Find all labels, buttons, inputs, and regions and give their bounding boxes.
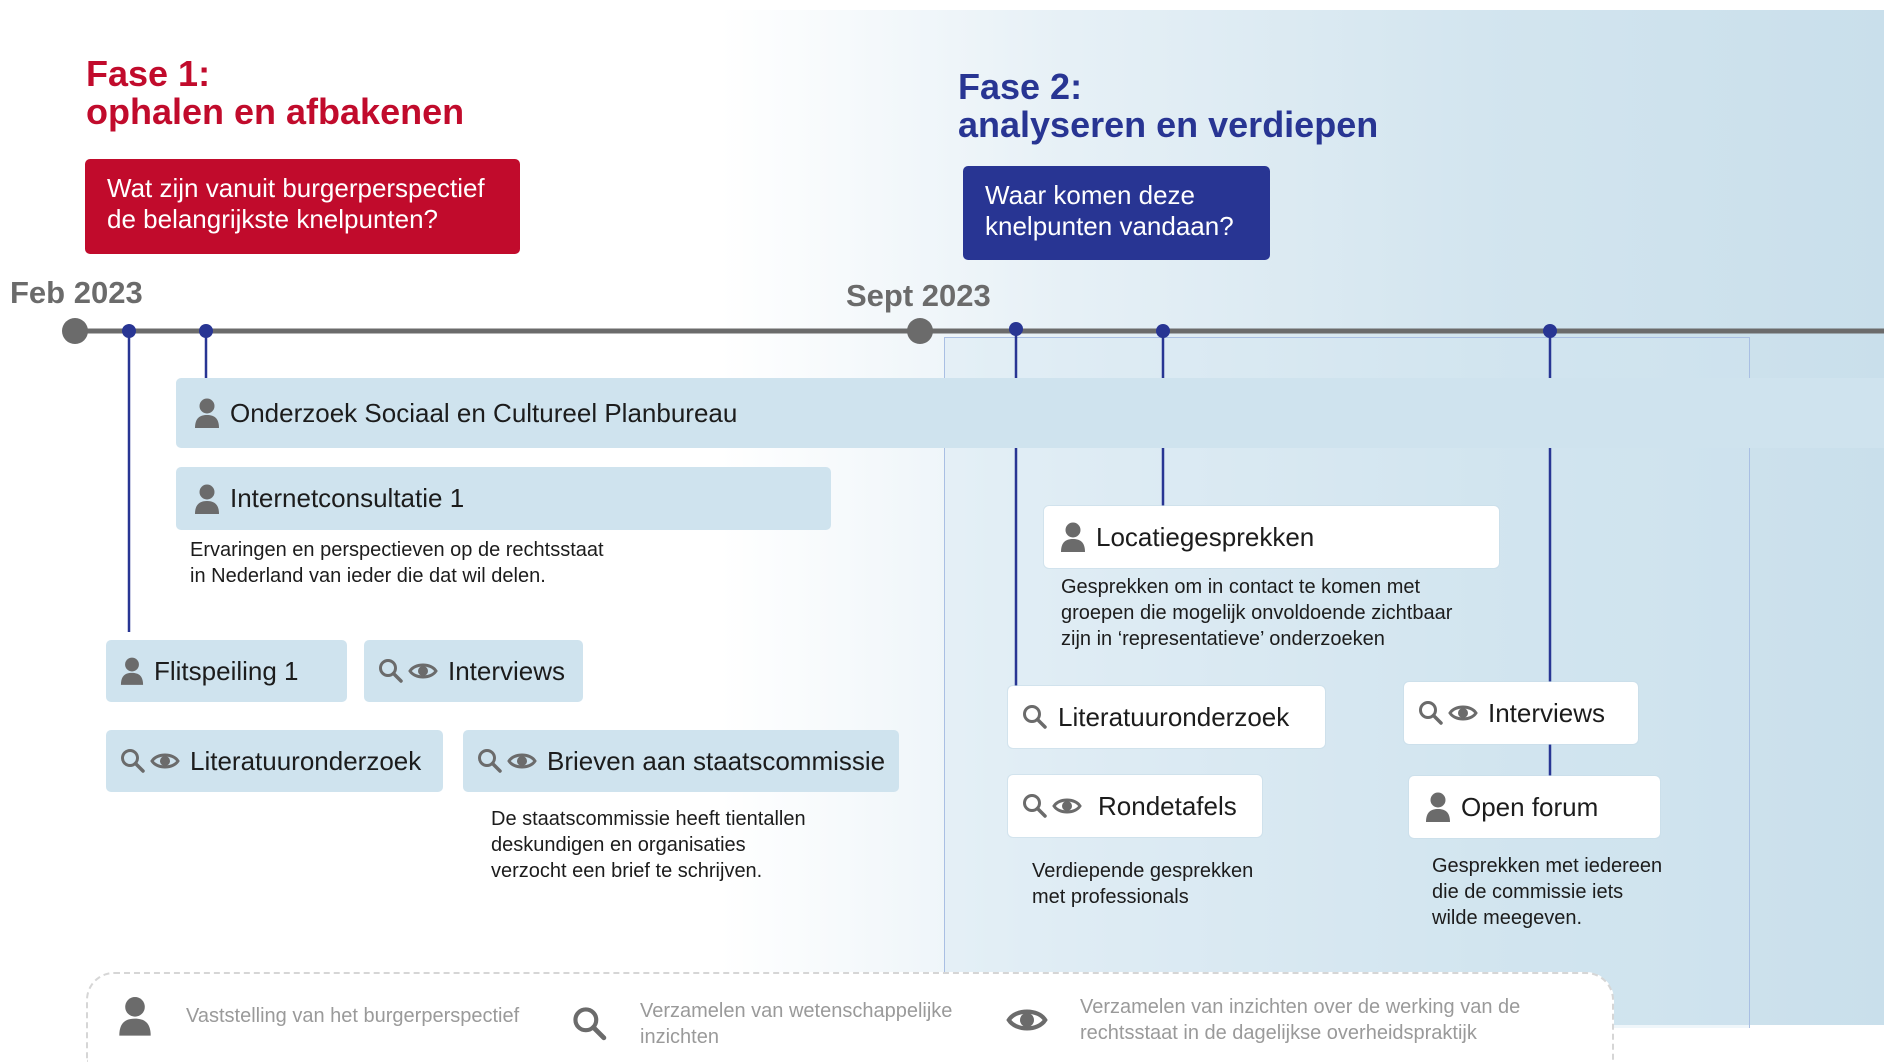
desc-line: in Nederland van ieder die dat wil delen… [190, 565, 546, 587]
search-icon [477, 748, 503, 774]
phase2-title-line2: analyseren en verdiepen [958, 104, 1379, 145]
phase2-title-line1: Fase 2: [958, 66, 1083, 107]
card-locatie-label: Locatiegesprekken [1096, 521, 1315, 552]
rondetafels-description: Verdiepende gesprekken met professionals [1032, 858, 1253, 910]
event-dot-locatie [1156, 324, 1170, 338]
phase2-title: Fase 2: analyseren en verdiepen [958, 68, 1378, 144]
event-dot-flitspeiling [122, 324, 136, 338]
desc-line: wilde meegeven. [1432, 907, 1583, 929]
search-icon [572, 1006, 608, 1042]
legend-search-line2: inzichten [640, 1026, 719, 1048]
desc-line: De staatscommissie heeft tientallen [491, 808, 806, 830]
brieven-description: De staatscommissie heeft tientallen desk… [491, 806, 806, 884]
card-literatuur-1-label: Literatuuronderzoek [190, 745, 422, 776]
desc-line: Verdiepende gesprekken [1032, 860, 1254, 882]
person-icon [194, 484, 220, 514]
card-interviews-2-label: Interviews [1488, 697, 1606, 728]
eye-icon [1448, 701, 1478, 725]
search-icon [120, 748, 146, 774]
timeline-start-label: Feb 2023 [10, 275, 143, 310]
legend-eye-line2: rechtsstaat in de dagelijkse overheidspr… [1080, 1022, 1477, 1044]
eye-icon [1052, 794, 1082, 818]
search-icon [1022, 793, 1048, 819]
internetconsultatie-description: Ervaringen en perspectieven op de rechts… [190, 537, 604, 589]
event-dot-literatuur-2 [1009, 322, 1023, 336]
card-literatuur-2: Literatuuronderzoek [1008, 686, 1325, 748]
desc-line: zijn in ‘representatieve’ onderzoeken [1061, 628, 1385, 650]
timeline-mid-dot [907, 318, 933, 344]
card-internetconsultatie: Internetconsultatie 1 [176, 467, 831, 530]
phase1-question-line2: de belangrijkste knelpunten? [107, 204, 439, 234]
phase1-question: Wat zijn vanuit burgerperspectief de bel… [85, 159, 520, 254]
legend-item-eye: Verzamelen van inzichten over de werking… [1006, 994, 1520, 1046]
card-interviews-1-label: Interviews [448, 655, 566, 686]
person-icon [118, 996, 152, 1036]
legend-item-search: Verzamelen van wetenschappelijke inzicht… [572, 998, 952, 1050]
card-rondetafels: Rondetafels [1008, 775, 1262, 837]
phase2-question: Waar komen deze knelpunten vandaan? [963, 166, 1270, 260]
legend-item-person: Vaststelling van het burgerperspectief [118, 996, 519, 1036]
card-scp-label: Onderzoek Sociaal en Cultureel Planburea… [230, 397, 738, 428]
locatie-description: Gesprekken om in contact te komen met gr… [1061, 574, 1452, 652]
legend: Vaststelling van het burgerperspectief V… [86, 972, 1614, 1062]
legend-eye-line1: Verzamelen van inzichten over de werking… [1080, 996, 1521, 1018]
phase2-question-line2: knelpunten vandaan? [985, 211, 1234, 241]
phase1-question-line1: Wat zijn vanuit burgerperspectief [107, 173, 485, 203]
eye-icon [507, 749, 537, 773]
eye-icon [1006, 1003, 1048, 1037]
eye-icon [408, 659, 438, 683]
search-icon [1022, 704, 1048, 730]
card-open-forum: Open forum [1409, 776, 1660, 838]
phase1-title: Fase 1: ophalen en afbakenen [86, 55, 464, 131]
search-icon [378, 658, 404, 684]
open-forum-description: Gesprekken met iedereen die de commissie… [1432, 853, 1662, 931]
card-open-forum-label: Open forum [1461, 791, 1599, 822]
desc-line: Ervaringen en perspectieven op de rechts… [190, 539, 604, 561]
card-brieven-label: Brieven aan staatscommissie [547, 745, 886, 776]
legend-search-text: Verzamelen van wetenschappelijke inzicht… [640, 998, 952, 1050]
legend-search-line1: Verzamelen van wetenschappelijke [640, 1000, 953, 1022]
card-internetconsultatie-label: Internetconsultatie 1 [230, 483, 465, 513]
event-dot-interviews-2 [1543, 324, 1557, 338]
person-icon [1060, 522, 1086, 552]
legend-eye-text: Verzamelen van inzichten over de werking… [1080, 994, 1520, 1046]
card-rondetafels-label: Rondetafels [1098, 790, 1237, 821]
timeline-mid-label: Sept 2023 [846, 278, 991, 313]
card-scp: Onderzoek Sociaal en Cultureel Planburea… [176, 378, 1884, 448]
card-interviews-1: Interviews [364, 640, 583, 702]
desc-line: Gesprekken om in contact te komen met [1061, 576, 1421, 598]
card-flitspeiling-label: Flitspeiling 1 [154, 655, 299, 686]
card-locatie: Locatiegesprekken [1044, 506, 1499, 568]
desc-line: die de commissie iets [1432, 881, 1624, 903]
phase1-title-line2: ophalen en afbakenen [86, 91, 465, 132]
legend-person-text: Vaststelling van het burgerperspectief [186, 1005, 520, 1027]
person-icon [120, 657, 144, 685]
desc-line: Gesprekken met iedereen [1432, 855, 1663, 877]
card-interviews-2: Interviews [1404, 682, 1638, 744]
desc-line: deskundigen en organisaties [491, 834, 746, 856]
desc-line: groepen die mogelijk onvoldoende zichtba… [1061, 602, 1453, 624]
person-icon [194, 398, 220, 428]
phase2-question-line1: Waar komen deze [985, 180, 1196, 210]
event-dot-scp [199, 324, 213, 338]
eye-icon [150, 749, 180, 773]
timeline-start-dot [62, 318, 88, 344]
desc-line: verzocht een brief te schrijven. [491, 860, 763, 882]
desc-line: met professionals [1032, 886, 1189, 908]
person-icon [1425, 792, 1451, 822]
card-brieven: Brieven aan staatscommissie [463, 730, 899, 792]
card-literatuur-1: Literatuuronderzoek [106, 730, 443, 792]
search-icon [1418, 700, 1444, 726]
card-literatuur-2-label: Literatuuronderzoek [1058, 701, 1290, 732]
phase1-title-line1: Fase 1: [86, 53, 211, 94]
card-flitspeiling: Flitspeiling 1 [106, 640, 347, 702]
